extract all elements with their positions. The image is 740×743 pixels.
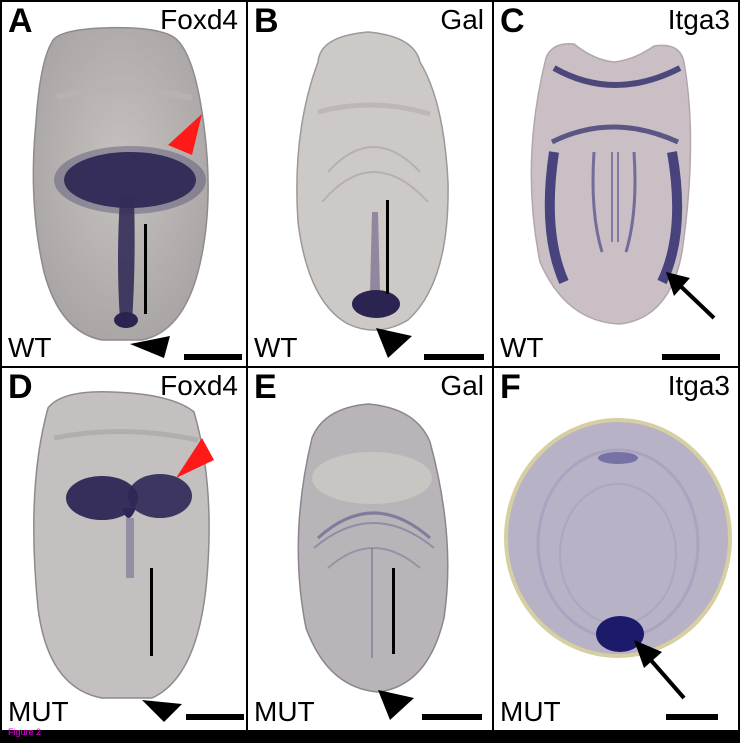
panel-c: C Itga3 WT — [494, 2, 738, 366]
red-arrowhead — [168, 114, 202, 155]
black-arrowhead — [378, 690, 414, 720]
figure-caption: Figure 2 — [8, 727, 42, 737]
genotype-label: MUT — [8, 696, 69, 727]
embryo-image-e — [297, 403, 449, 720]
scale-bar — [186, 714, 244, 720]
panel-letter: B — [254, 2, 279, 40]
panel-f: F Itga3 MUT — [494, 368, 738, 730]
scale-bar — [666, 714, 718, 720]
embryo-image-c — [530, 43, 716, 325]
panel-d: D Foxd4 MUT — [2, 368, 246, 730]
embryo-image-f — [504, 418, 732, 700]
genotype-label: MUT — [254, 696, 315, 727]
panel-e: E Gal MUT — [248, 368, 492, 730]
black-arrow — [634, 640, 662, 668]
embryo-image-b — [296, 31, 449, 358]
genotype-label: WT — [500, 332, 544, 363]
genotype-label: MUT — [500, 696, 561, 727]
black-arrowhead — [376, 328, 412, 358]
gene-label: Foxd4 — [160, 4, 238, 35]
red-arrowhead — [176, 438, 214, 478]
panel-letter: E — [254, 368, 277, 406]
black-arrowhead — [130, 336, 170, 358]
panel-letter: A — [8, 2, 33, 40]
panel-letter: C — [500, 2, 525, 40]
gene-label: Itga3 — [667, 4, 730, 35]
embryo-image-d — [33, 391, 214, 722]
panel-letter: F — [500, 368, 521, 406]
scale-bar — [424, 354, 484, 360]
scale-bar — [422, 714, 482, 720]
scale-bar — [184, 354, 242, 360]
genotype-label: WT — [8, 332, 52, 363]
panel-a: A Foxd4 WT — [2, 2, 246, 366]
gene-label: Foxd4 — [160, 370, 238, 401]
genotype-label: WT — [254, 332, 298, 363]
gene-label: Gal — [440, 370, 484, 401]
panel-letter: D — [8, 368, 33, 406]
scale-bar — [662, 354, 720, 360]
gene-label: Itga3 — [667, 370, 730, 401]
black-arrowhead — [142, 700, 182, 722]
black-arrow — [666, 272, 690, 296]
embryo-image-a — [32, 26, 209, 358]
gene-label: Gal — [440, 4, 484, 35]
panel-b: B Gal WT — [248, 2, 492, 366]
